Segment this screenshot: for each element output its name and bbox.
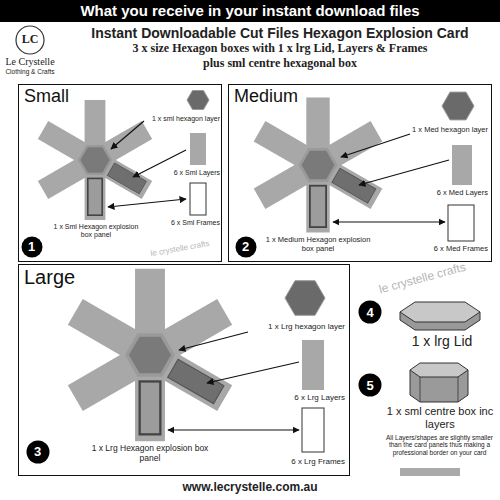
part-label: 1 x sml hexagon layer [140,115,220,123]
part-label: 6 x Med Layers [410,189,488,198]
callout-circle: 3 [26,440,50,464]
part-label: Le Crystelle [0,56,60,68]
callout-number: 2 [242,240,249,253]
panel-heading: Medium [229,85,303,108]
part-label: plus sml centre hexagonal box [60,57,500,71]
callout-circle: 1 [21,236,43,258]
part-label: All Layers/shapes are slightly smaller t… [381,434,498,456]
part-label: www.lecrystelle.com.au [0,481,500,495]
callout-number: 3 [34,445,41,458]
part-label: 3 x size Hexagon boxes with 1 x lrg Lid,… [60,42,500,56]
part-label: 6 x Lrg Frames [255,457,345,466]
title-text: What you receive in your instant downloa… [0,0,500,22]
part-label: 1 x sml centre box inc layers [385,405,495,430]
part-label: 1 x Medium Hexagon explosion box panel [262,236,374,253]
panel-heading: Small [19,85,74,108]
part-label: 1 x Med hexagon layer [398,126,488,135]
part-label: 1 x Lrg Hexagon explosion box panel [88,444,212,464]
watermark: le crystelle crafts [356,255,490,303]
part-label: LC [2,33,58,47]
part-label: 6 x Sml Layers [150,169,220,177]
part-label: 6 x Med Frames [410,245,488,254]
callout-circle: 4 [358,300,382,324]
callout-circle: 2 [235,236,257,258]
part-label: 6 x Sml Frames [150,219,220,227]
callout-number: 4 [366,306,373,319]
part-label: Clothing & Crafts [0,68,60,75]
part-label: 1 x Sml Hexagon explosion box panel [52,223,140,239]
part-label: 1 x Lrg hexagon layer [250,322,345,331]
part-label: 6 x Lrg Layers [255,393,345,402]
callout-number: 1 [28,240,35,253]
callout-circle: 5 [358,373,382,397]
panel-heading: Large [19,265,80,290]
watermark: le crystelle crafts [140,237,220,260]
callout-number: 5 [366,379,373,392]
part-label: Instant Downloadable Cut Files Hexagon E… [60,25,500,41]
part-label: 1 x lrg Lid [392,333,492,349]
